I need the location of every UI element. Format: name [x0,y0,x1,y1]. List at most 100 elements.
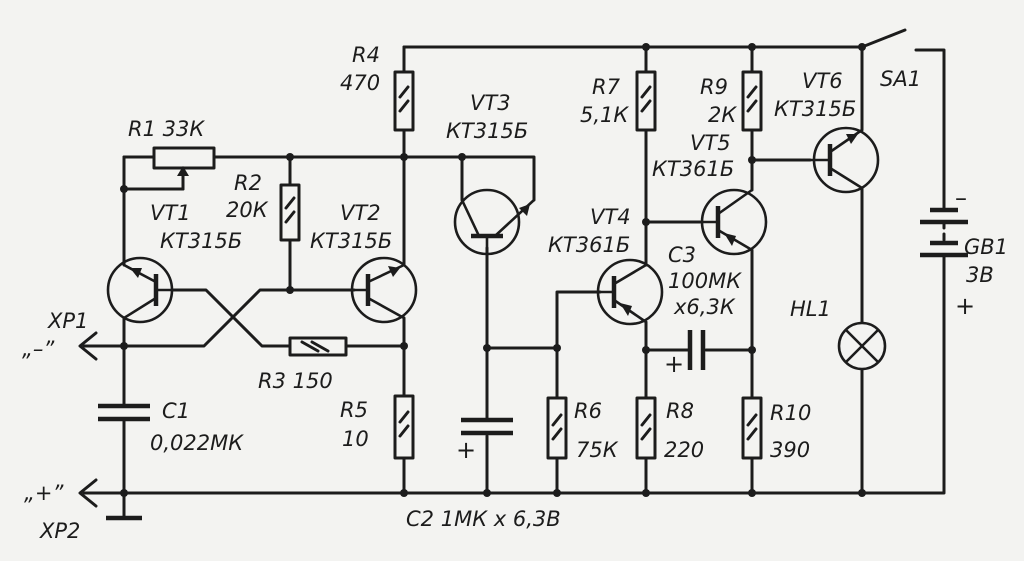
junction-dot [642,346,650,354]
r6-value: 75К [576,438,619,462]
probe-arrow-icon [78,331,98,361]
vt3-type: КТ315Б [446,119,528,143]
battery-gb1 [920,207,968,258]
r3-label: R3 150 [258,369,333,393]
capacitor-c3 [687,330,706,370]
resistor-r2 [279,183,301,242]
probe-xp1 [78,331,98,361]
c3-plus-sign: + [664,350,684,378]
r1-label: R1 33К [128,117,205,141]
junction-dot [120,185,128,193]
junction-dot [483,489,491,497]
junction-dot [400,153,408,161]
vt3-ref: VT3 [470,91,511,115]
emitter-arrow-icon [620,303,632,316]
r2-ref: R2 [234,171,262,195]
wiper-arrow-icon [177,166,189,176]
c3-value-1: 100МК [668,269,742,293]
junctions [120,43,866,497]
base-bus-wire [122,155,536,202]
capacitor-c1 [98,403,150,422]
vt1-ref: VT1 [150,201,191,225]
hl1-label: HL1 [790,297,831,321]
junction-dot [400,489,408,497]
gb1-minus-sign: – [955,184,967,212]
transistor-vt3 [453,188,535,256]
c3-ref: C3 [668,243,696,267]
r5-value: 10 [342,427,369,451]
r5-ref: R5 [340,398,368,422]
bottom-rail-wire [82,253,946,495]
r10-ref: R10 [770,401,811,425]
gb1-ref: GB1 [964,235,1008,259]
junction-dot [120,342,128,350]
resistor-r4 [393,70,415,132]
resistor-r8 [635,396,657,460]
sa1-label: SA1 [880,67,921,91]
c1-ref: C1 [162,399,190,423]
r7-value: 5,1К [580,103,629,127]
emitter-arrow-icon [724,233,736,246]
r2-value: 20К [226,198,269,222]
junction-dot [553,344,561,352]
vt5-ref: VT5 [690,131,731,155]
junction-dot [286,286,294,294]
r4-ref: R4 [352,43,380,67]
vt5-type: КТ361Б [652,157,734,181]
lamp-cross-icon [845,329,879,363]
junction-dot [120,489,128,497]
r7-ref: R7 [592,75,621,99]
vt4-ref: VT4 [590,205,631,229]
resistor-r6 [546,396,568,460]
emitter-arrow-icon [519,204,530,216]
gb1-plus-sign: + [955,292,975,320]
xp1-polarity: „–” [22,337,55,361]
vt6-ref: VT6 [802,69,843,93]
junction-dot [483,344,491,352]
emitter-arrow-icon [130,268,142,278]
junction-dot [458,153,466,161]
resistor-r9 [741,70,763,132]
gb1-value: 3В [966,263,994,287]
junction-dot [642,489,650,497]
r8-value: 220 [664,438,704,462]
transistor-vt4 [596,258,664,326]
vt1-type: КТ315Б [160,229,242,253]
junction-dot [553,489,561,497]
wires [82,28,946,521]
transistor-vt5 [700,188,768,256]
vt2-type: КТ315Б [310,229,392,253]
xp2-polarity: „+” [24,481,64,505]
resistor-r10 [741,396,763,460]
c2-plus-sign: + [456,436,476,464]
transistor-vt6 [810,126,880,194]
vt6-type: КТ315Б [774,97,856,121]
resistor-r7 [635,70,657,132]
junction-dot [400,342,408,350]
resistor-r1 [152,146,216,191]
xp1-ref: XP1 [47,309,88,333]
r10-value: 390 [770,438,810,462]
junction-dot [642,43,650,51]
r6-ref: R6 [574,399,602,423]
transistor-vt1 [106,256,174,324]
c2-label: C2 1МК х 6,3В [406,507,561,531]
probe-xp2 [78,478,98,508]
vt2-ref: VT2 [340,201,381,225]
transistor-vt2 [350,256,418,324]
cross-wire-b [170,288,406,348]
junction-dot [642,218,650,226]
switch-to-battery-wire [914,48,946,212]
junction-dot [858,43,866,51]
emitter-arrow-icon [388,266,400,277]
lamp-hl1 [837,321,887,371]
resistor-r3 [288,336,348,357]
emitter-arrow-icon [846,134,858,144]
junction-dot [748,156,756,164]
r1-wiper-wire [122,168,185,191]
junction-dot [858,489,866,497]
capacitor-c2 [461,417,513,436]
r9-value: 2К [708,103,737,127]
junction-dot [748,346,756,354]
